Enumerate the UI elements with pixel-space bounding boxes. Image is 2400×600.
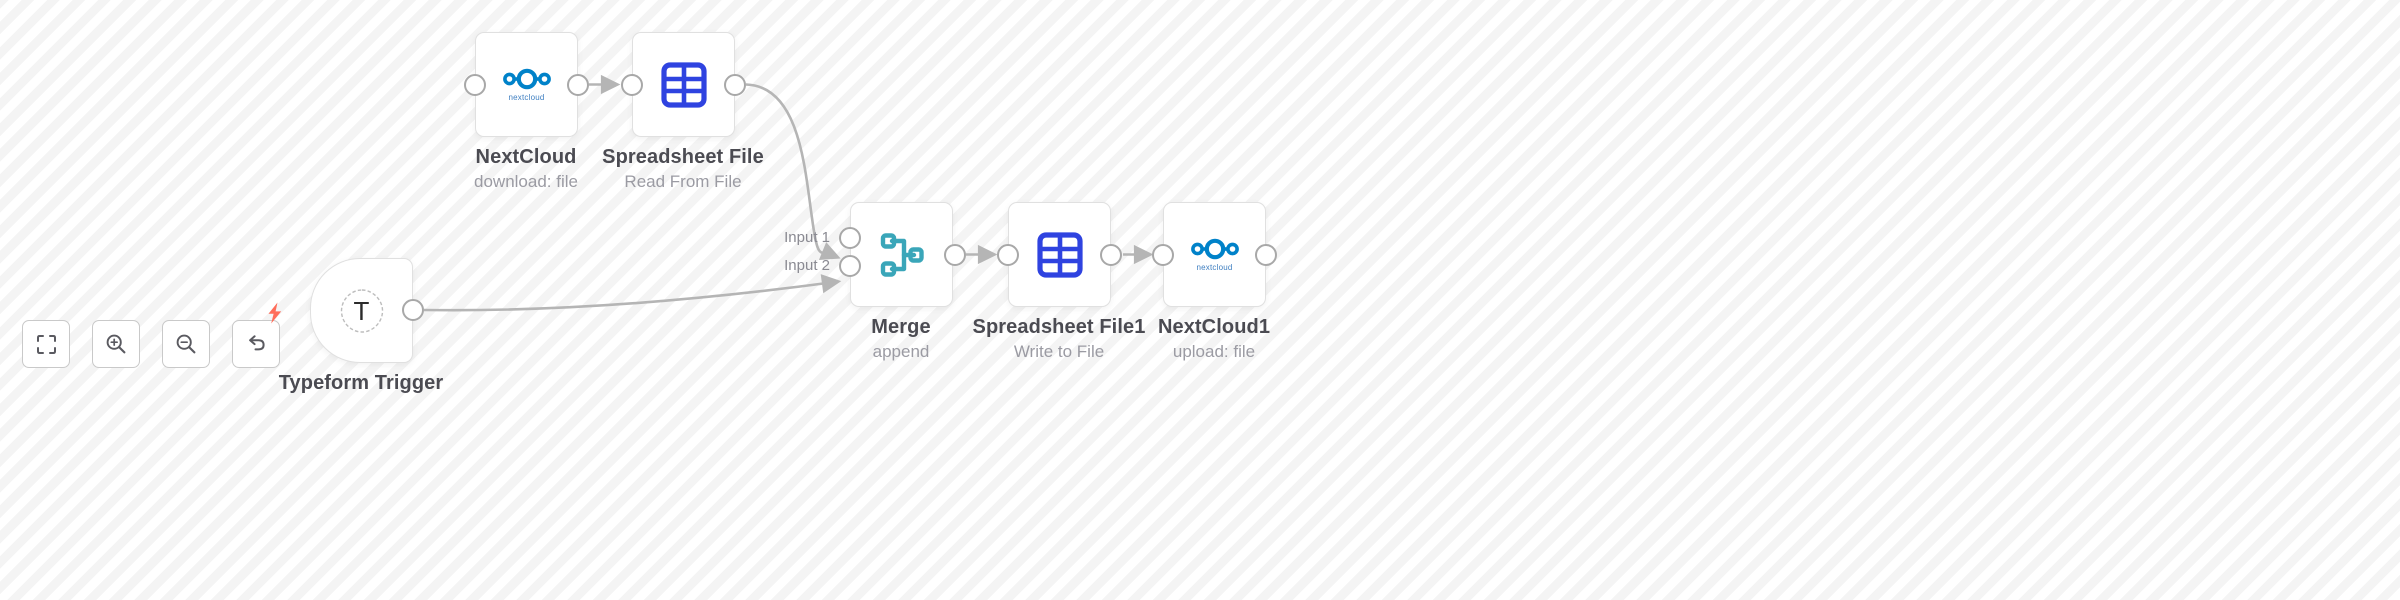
node-title-nextcloud: NextCloud <box>475 146 577 168</box>
endpoint-spreadsheet-file-output[interactable] <box>724 73 746 96</box>
endpoint-nextcloud1-output[interactable] <box>1255 243 1277 266</box>
nextcloud-wordmark: nextcloud <box>1196 263 1233 272</box>
nextcloud-icon: nextcloud <box>1188 237 1242 272</box>
zoom-in-icon <box>105 333 127 355</box>
nextcloud-icon: nextcloud <box>500 67 554 102</box>
node-merge[interactable] <box>850 202 953 307</box>
endpoint-merge-input-2[interactable] <box>839 254 861 277</box>
node-nextcloud1[interactable]: nextcloud <box>1163 202 1266 307</box>
endpoint-nextcloud-input[interactable] <box>464 73 486 96</box>
node-title-merge: Merge <box>871 316 931 338</box>
caption-merge: Merge append <box>771 315 1031 364</box>
zoom-out-button[interactable] <box>162 320 210 368</box>
zoom-out-icon <box>175 333 197 355</box>
node-subtitle-spreadsheet-file: Read From File <box>624 172 742 191</box>
endpoint-spreadsheet-file1-input[interactable] <box>997 243 1019 266</box>
caption-typeform-trigger: Typeform Trigger <box>231 371 491 396</box>
canvas-toolbar <box>22 302 282 368</box>
caption-spreadsheet-file1: Spreadsheet File1 Write to File <box>929 315 1189 364</box>
merge-input-2-label: Input 2 <box>784 257 830 274</box>
zoom-in-button[interactable] <box>92 320 140 368</box>
undo-arrow-icon <box>245 333 267 355</box>
node-subtitle-merge: append <box>872 342 930 361</box>
node-typeform-trigger[interactable]: T <box>310 258 413 363</box>
node-title-typeform-trigger: Typeform Trigger <box>278 372 444 394</box>
fit-screen-icon <box>36 334 57 355</box>
endpoint-merge-input-1[interactable] <box>839 226 861 249</box>
endpoint-typeform-trigger-output[interactable] <box>402 299 424 321</box>
node-title-spreadsheet-file1: Spreadsheet File1 <box>972 316 1146 338</box>
node-spreadsheet-file[interactable] <box>632 32 735 137</box>
endpoint-spreadsheet-file-input[interactable] <box>621 73 643 96</box>
endpoint-spreadsheet-file1-output[interactable] <box>1100 243 1122 266</box>
caption-spreadsheet-file: Spreadsheet File Read From File <box>553 145 813 194</box>
endpoint-nextcloud1-input[interactable] <box>1152 243 1174 266</box>
merge-input-1-label: Input 1 <box>784 229 830 246</box>
spreadsheet-table-icon <box>660 61 707 108</box>
lightning-bolt-icon <box>264 301 286 325</box>
reset-zoom-button[interactable] <box>232 302 282 368</box>
caption-nextcloud: NextCloud download: file <box>396 145 656 194</box>
nextcloud-wordmark: nextcloud <box>508 93 545 102</box>
endpoint-nextcloud-output[interactable] <box>567 73 589 96</box>
merge-branch-icon <box>878 231 926 279</box>
typeform-letter: T <box>353 295 370 326</box>
spreadsheet-table-icon <box>1036 231 1083 278</box>
endpoint-merge-output[interactable] <box>944 243 966 266</box>
node-subtitle-nextcloud: download: file <box>474 172 578 191</box>
typeform-t-icon: T <box>337 286 387 336</box>
connection-typeform-to-merge-input2 <box>423 274 842 312</box>
node-spreadsheet-file1[interactable] <box>1008 202 1111 307</box>
node-subtitle-nextcloud1: upload: file <box>1172 342 1256 361</box>
node-nextcloud[interactable]: nextcloud <box>475 32 578 137</box>
node-subtitle-spreadsheet-file1: Write to File <box>1013 342 1105 361</box>
zoom-to-fit-button[interactable] <box>22 320 70 368</box>
node-title-spreadsheet-file: Spreadsheet File <box>602 146 764 168</box>
caption-nextcloud1: NextCloud1 upload: file <box>1084 315 1344 364</box>
node-title-nextcloud1: NextCloud1 <box>1157 316 1271 338</box>
